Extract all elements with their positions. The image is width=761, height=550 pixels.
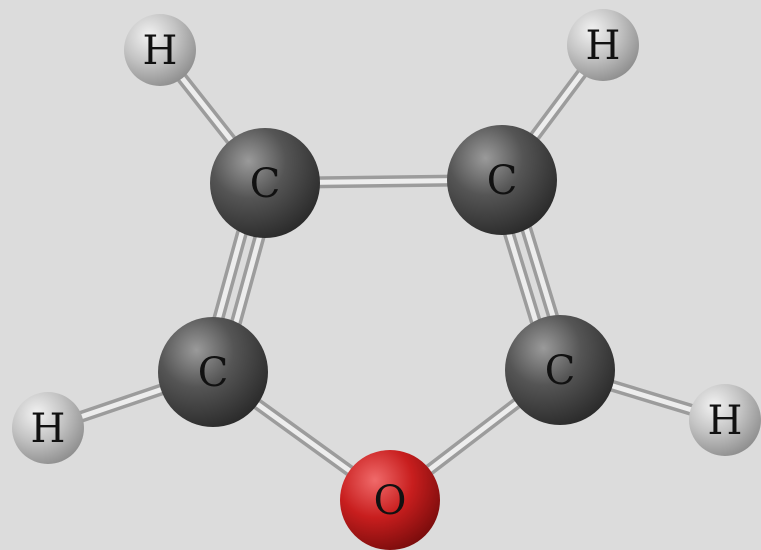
atom-label: C	[198, 350, 229, 396]
atom-c3: C	[158, 317, 268, 427]
atom-sphere	[447, 125, 557, 235]
atom-h4: H	[689, 384, 761, 456]
atom-label: C	[545, 348, 576, 394]
atom-sphere	[124, 14, 196, 86]
atom-sphere	[689, 384, 761, 456]
atom-sphere	[567, 9, 639, 81]
atom-label: C	[487, 158, 518, 204]
atom-o1: O	[340, 450, 440, 550]
atom-label: H	[143, 28, 178, 74]
atom-label: H	[708, 398, 743, 444]
atom-c2: C	[447, 125, 557, 235]
atom-label: O	[374, 478, 407, 524]
atom-h3: H	[12, 392, 84, 464]
atom-label: H	[31, 406, 66, 452]
atom-label: H	[586, 23, 621, 69]
atom-sphere	[12, 392, 84, 464]
atom-h1: H	[124, 14, 196, 86]
atom-c1: C	[210, 128, 320, 238]
atom-sphere	[210, 128, 320, 238]
atom-c4: C	[505, 315, 615, 425]
atom-sphere	[340, 450, 440, 550]
atom-sphere	[158, 317, 268, 427]
atom-sphere	[505, 315, 615, 425]
atom-h2: H	[567, 9, 639, 81]
atom-label: C	[250, 161, 281, 207]
atoms-layer: H H C C C C H H O	[12, 9, 761, 550]
bonds-layer	[42, 39, 731, 506]
